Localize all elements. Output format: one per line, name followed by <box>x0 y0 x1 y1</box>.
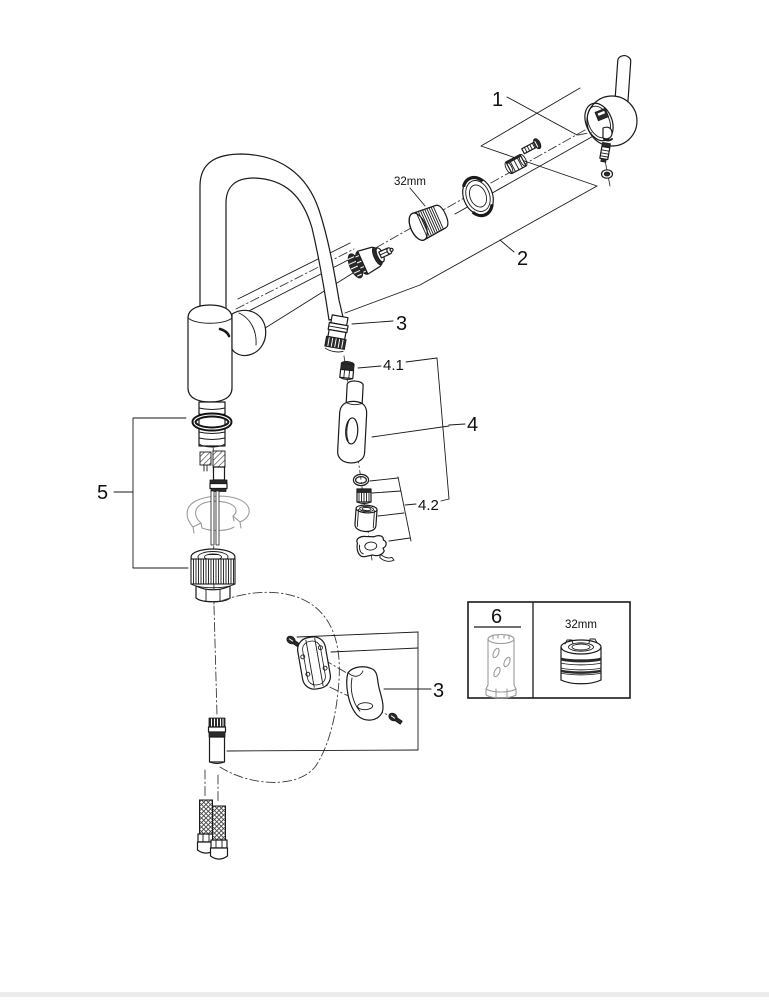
supply-hose-right-drawing <box>209 805 229 860</box>
callout-3-spout-leader <box>351 320 394 325</box>
spout-hose-connector-part <box>324 314 349 353</box>
mounting-nut-drawing <box>190 548 236 603</box>
callout-5-bracket <box>113 417 189 569</box>
hose-quick-connector-drawing <box>207 717 227 764</box>
handle-screw-drawing <box>521 138 542 155</box>
clip-screw-bottom-drawing <box>388 712 403 725</box>
cartridge-nut-drawing <box>408 204 449 241</box>
callout-4-2-label: 4.2 <box>418 497 439 514</box>
mounting-shank-drawing <box>191 401 233 492</box>
callout-4-1-label: 4.1 <box>383 357 404 374</box>
cartridge-nut-size-label: 32mm <box>394 176 426 188</box>
outlet-collar-drawing <box>354 504 378 533</box>
clip-cover-drawing <box>346 666 384 721</box>
callout-4-label: 4 <box>467 414 478 436</box>
handle-grub-screw-drawing <box>599 142 611 163</box>
cartridge-drawing <box>347 246 394 279</box>
flow-insert-drawing <box>356 488 372 504</box>
spray-clip-drawing <box>356 535 395 562</box>
callout-3-spout-label: 3 <box>396 313 407 335</box>
horseshoe-washer-drawing <box>186 495 250 534</box>
callout-2-label: 2 <box>517 248 528 270</box>
adapter-nut-drawing <box>504 153 528 175</box>
cap-ring-drawing <box>461 175 494 218</box>
callout-1-label: 1 <box>492 89 503 111</box>
callout-3-clip-lines <box>226 631 432 752</box>
handle-drawing <box>584 54 638 147</box>
faucet-body-drawing <box>187 304 267 403</box>
tool-legend-box <box>467 601 631 699</box>
callout-4-brackets <box>357 357 466 542</box>
handle-cap-drawing <box>600 169 614 179</box>
mounting-rods-drawing <box>210 490 220 546</box>
spray-head-drawing <box>337 380 368 464</box>
spray-oring-drawing <box>352 473 370 487</box>
faucet-spout-drawing <box>199 153 344 321</box>
callout-1-leader <box>506 96 595 136</box>
supply-hose-left-drawing <box>196 799 216 854</box>
check-valve-drawing <box>339 361 355 380</box>
callout-labels: 1 2 32mm 3 4.1 4 4.2 5 3 6 32mm <box>97 89 597 702</box>
callout-3-clip-label: 3 <box>433 680 444 702</box>
tool-32mm-label: 32mm <box>565 619 597 631</box>
ring-tool-drawing <box>560 638 602 685</box>
clip-bracket-drawing <box>296 636 332 690</box>
footer-rule <box>0 992 769 997</box>
pullout-hose-path <box>219 591 340 783</box>
callout-5-label: 5 <box>97 482 108 504</box>
supply-hose-axes <box>204 769 219 804</box>
tool-6-label: 6 <box>491 606 502 628</box>
socket-tool-drawing <box>485 633 517 699</box>
label-32mm-leader <box>409 187 426 207</box>
